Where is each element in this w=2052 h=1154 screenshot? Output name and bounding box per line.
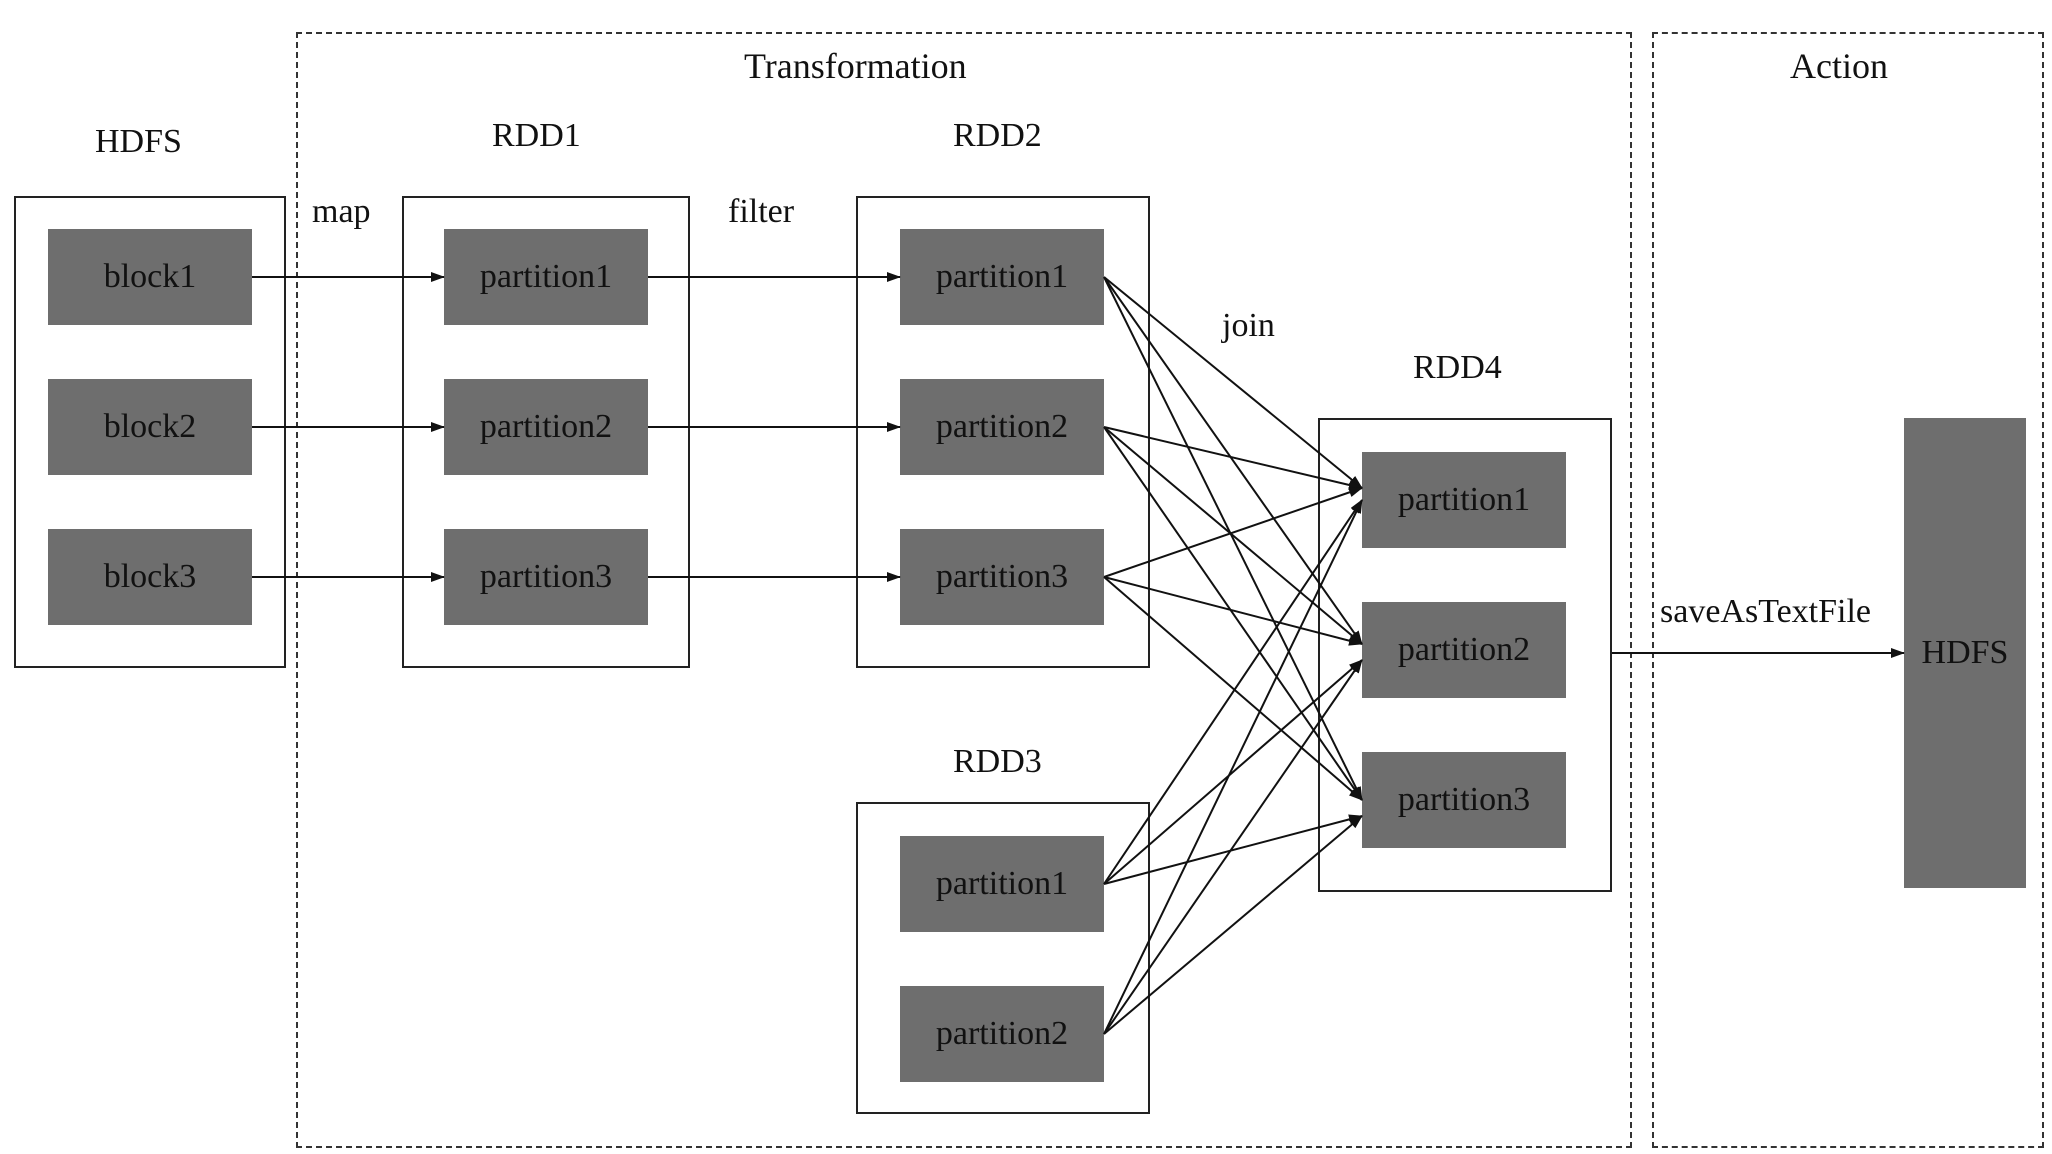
- rdd2-title: RDD2: [953, 117, 1042, 154]
- join-arrow-2-3-4-1: [1103, 487, 1363, 578]
- join-arrow-3-1-4-3: [1103, 814, 1363, 885]
- rdd3-box: [856, 802, 1150, 1114]
- hdfs-output: HDFS: [1904, 418, 2026, 888]
- rdd4-partition-2: partition2: [1362, 602, 1566, 698]
- rdd1-partition-1: partition1: [444, 229, 648, 325]
- rdd1-box: [402, 196, 690, 668]
- rdd1-title: RDD1: [492, 117, 581, 154]
- action-stage: [1652, 32, 2044, 1148]
- rdd2-partition-1: partition1: [900, 229, 1104, 325]
- join-arrow-3-2-4-3: [1103, 815, 1363, 1035]
- rdd1-partition-3: partition3: [444, 529, 648, 625]
- join-arrow-2-3-4-3: [1103, 576, 1363, 801]
- join-arrow-2-1-4-1: [1103, 276, 1363, 489]
- rdd4-partition-1: partition1: [1362, 452, 1566, 548]
- save-as-text-file-label: saveAsTextFile: [1660, 593, 1872, 630]
- join-arrow-2-2-4-1: [1103, 426, 1363, 490]
- rdd2-box: [856, 196, 1150, 668]
- join-arrow-2-3-4-2: [1103, 576, 1363, 646]
- join-label: join: [1222, 307, 1275, 344]
- join-arrow-2-1-4-3: [1103, 276, 1363, 801]
- join-arrow-3-1-4-1: [1103, 499, 1363, 885]
- rdd2-partition-2: partition2: [900, 379, 1104, 475]
- hdfs-block-1: block1: [48, 229, 252, 325]
- join-arrow-2-2-4-3: [1103, 426, 1363, 801]
- action-stage-label: Action: [1790, 46, 1888, 86]
- join-arrow-3-2-4-2: [1103, 659, 1363, 1035]
- join-arrow-3-2-4-1: [1103, 499, 1363, 1035]
- rdd3-title: RDD3: [953, 743, 1042, 780]
- transformation-stage-label: Transformation: [744, 46, 967, 86]
- rdd4-partition-3: partition3: [1362, 752, 1566, 848]
- filter-label: filter: [728, 193, 795, 230]
- rdd3-partition-2: partition2: [900, 986, 1104, 1082]
- rdd4-title: RDD4: [1413, 349, 1502, 386]
- join-arrow-3-1-4-2: [1103, 659, 1363, 885]
- rdd3-partition-1: partition1: [900, 836, 1104, 932]
- rdd1-partition-2: partition2: [444, 379, 648, 475]
- hdfs-input-box: [14, 196, 286, 668]
- map-label: map: [312, 193, 371, 230]
- hdfs-input-title: HDFS: [95, 123, 182, 160]
- hdfs-block-3: block3: [48, 529, 252, 625]
- join-arrow-2-1-4-2: [1103, 276, 1363, 645]
- hdfs-block-2: block2: [48, 379, 252, 475]
- rdd2-partition-3: partition3: [900, 529, 1104, 625]
- transformation-stage: [296, 32, 1632, 1148]
- join-arrow-2-2-4-2: [1103, 426, 1363, 645]
- rdd4-box: [1318, 418, 1612, 892]
